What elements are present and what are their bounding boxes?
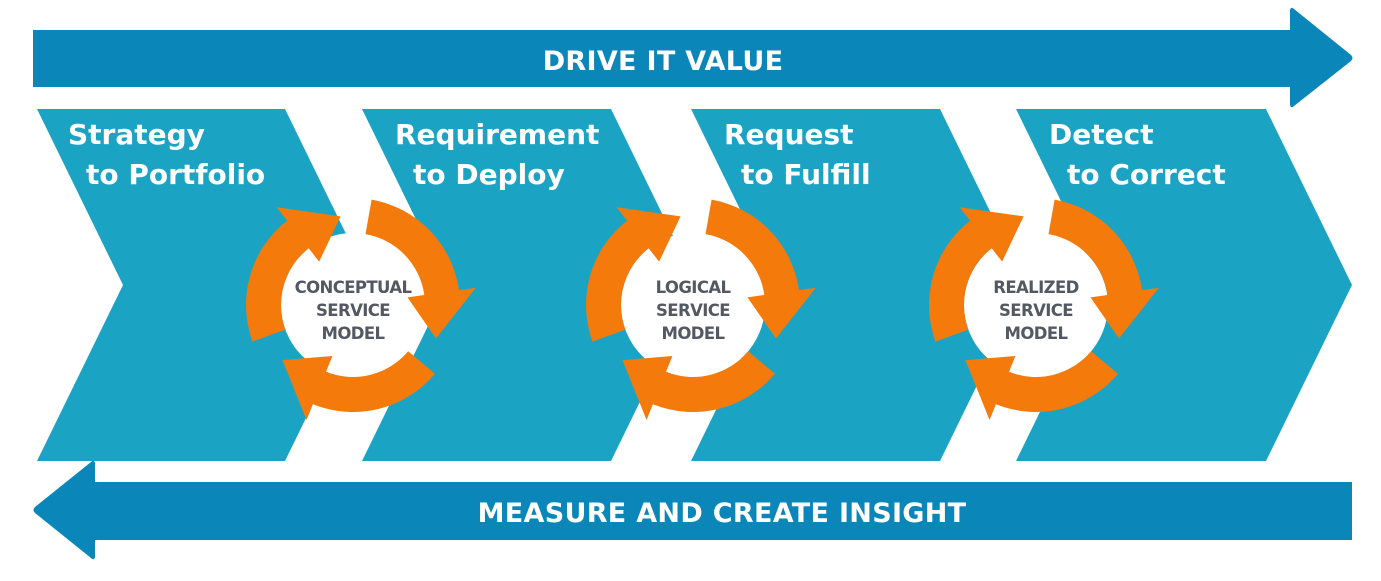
cycle-label-line2: SERVICE bbox=[656, 301, 730, 320]
cycle-arrows-icon-segment bbox=[586, 207, 681, 342]
cycle-label-line2: SERVICE bbox=[316, 301, 390, 320]
stage-4-title-line1: Detect bbox=[1049, 118, 1154, 151]
cycle-3: REALIZED SERVICE MODEL bbox=[929, 199, 1159, 420]
stage-2-title-line1: Requirement bbox=[395, 118, 599, 151]
left-arrow-shape bbox=[33, 460, 1352, 560]
drive-it-value-label: DRIVE IT VALUE bbox=[543, 46, 784, 77]
cycle-arrows-icon-segment bbox=[365, 199, 476, 339]
cycle-arrows-icon-segment bbox=[282, 351, 435, 420]
cycle-arrows-icon-segment bbox=[965, 351, 1118, 420]
stage-4-title-line2: to Correct bbox=[1067, 158, 1226, 191]
cycle-2: LOGICAL SERVICE MODEL bbox=[586, 199, 816, 420]
stage-3-title-line1: Request bbox=[724, 118, 854, 151]
cycle-1: CONCEPTUAL SERVICE MODEL bbox=[246, 199, 476, 420]
cycle-arrows-icon-segment bbox=[1048, 199, 1159, 339]
stage-2-title-line2: to Deploy bbox=[413, 158, 565, 191]
cycle-arrows-icon-segment bbox=[246, 207, 341, 342]
drive-it-value-arrow: DRIVE IT VALUE bbox=[33, 7, 1353, 108]
service-model-cycles: CONCEPTUAL SERVICE MODEL LOGICAL SERVICE MODE… bbox=[246, 199, 1159, 420]
stage-1-title-line1: Strategy bbox=[68, 118, 205, 151]
stage-3-title-line2: to Fulfill bbox=[741, 158, 871, 191]
cycle-label-line2: SERVICE bbox=[999, 301, 1073, 320]
cycle-label-line1: CONCEPTUAL bbox=[295, 278, 413, 297]
chevron-stage-3 bbox=[691, 109, 1026, 461]
cycle-label-line3: MODEL bbox=[1005, 324, 1069, 343]
cycle-arrows-icon-segment bbox=[705, 199, 816, 339]
chevron-stage-1 bbox=[37, 109, 371, 461]
right-arrow-shape bbox=[33, 7, 1353, 108]
cycle-label-line3: MODEL bbox=[322, 324, 386, 343]
chevron-stage-2 bbox=[362, 109, 697, 461]
measure-insight-label: MEASURE AND CREATE INSIGHT bbox=[478, 498, 967, 529]
cycle-center-disc bbox=[621, 233, 765, 377]
cycle-center-disc bbox=[281, 233, 425, 377]
measure-insight-arrow: MEASURE AND CREATE INSIGHT bbox=[33, 460, 1352, 560]
cycle-label-line1: LOGICAL bbox=[656, 278, 732, 297]
stage-1-title-line2: to Portfolio bbox=[86, 158, 265, 191]
cycle-arrows-icon-segment bbox=[622, 351, 775, 420]
cycle-label-line3: MODEL bbox=[662, 324, 726, 343]
stage-titles: Strategy to Portfolio Requirement to Dep… bbox=[68, 118, 1226, 191]
stage-chevrons bbox=[37, 109, 1352, 461]
cycle-arrows-icon-segment bbox=[929, 207, 1024, 342]
cycle-label-line1: REALIZED bbox=[993, 278, 1079, 297]
cycle-center-disc bbox=[964, 233, 1108, 377]
